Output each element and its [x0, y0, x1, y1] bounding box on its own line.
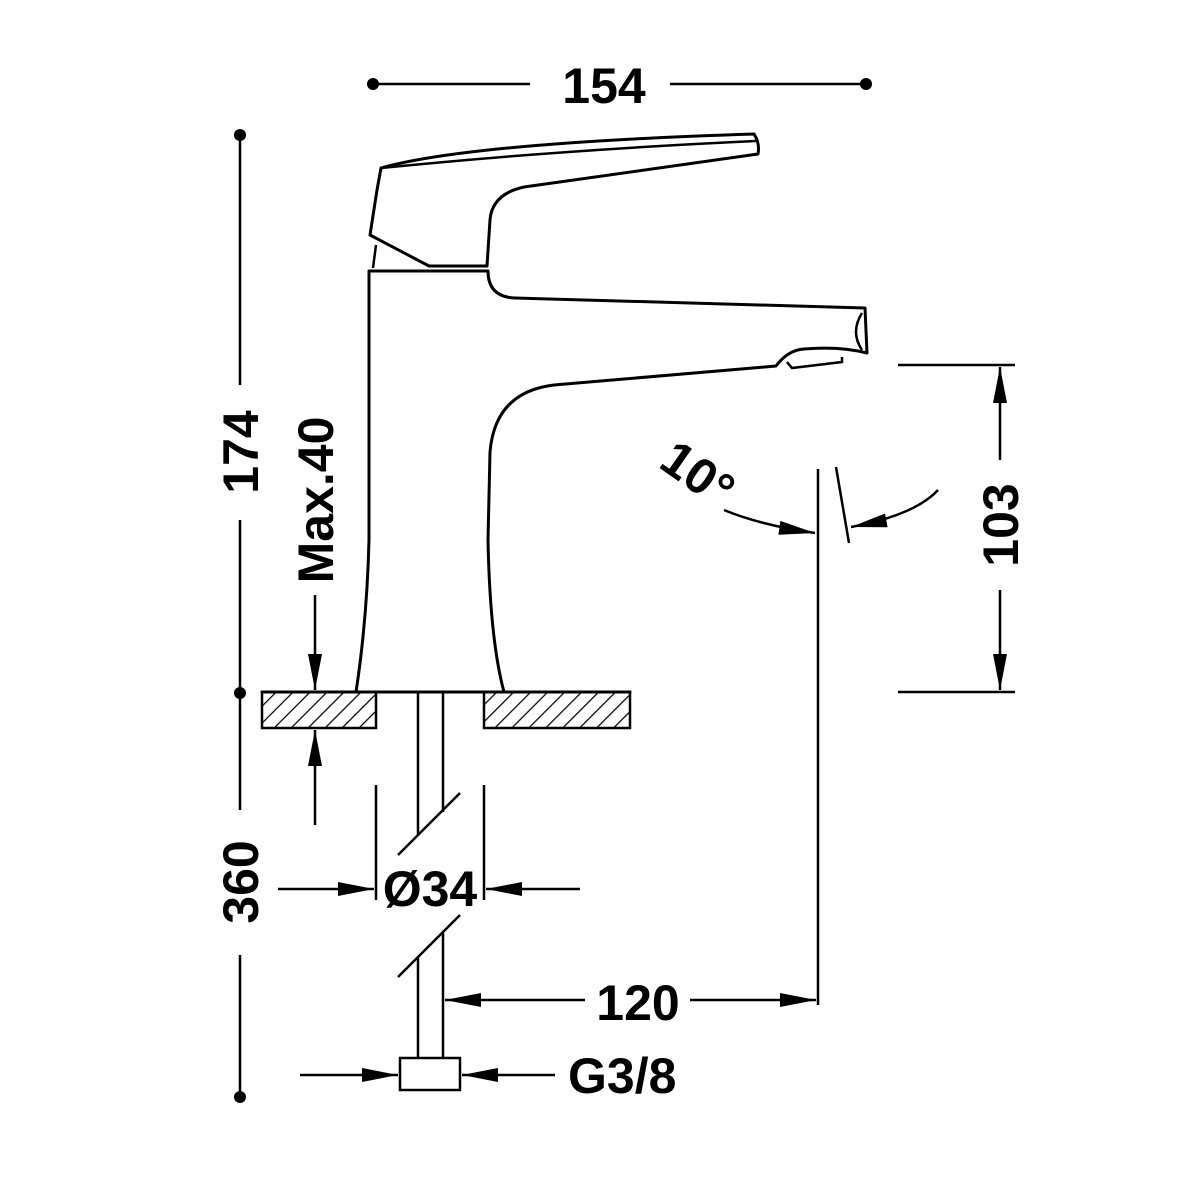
- lever-handle: [368, 132, 760, 268]
- dim-34-label: Ø34: [383, 861, 478, 917]
- supply-hose: [397, 692, 462, 1092]
- aerator: [786, 357, 844, 370]
- dimension-diameter-34: Ø34: [278, 785, 580, 917]
- dimension-g38: G3/8: [300, 1048, 676, 1104]
- dimension-103: 103: [898, 363, 1029, 694]
- g38-connector: [398, 1056, 462, 1092]
- dimension-120: 120: [445, 469, 820, 1031]
- dim-g38-label: G3/8: [568, 1048, 676, 1104]
- deck-right: [482, 690, 632, 730]
- dim-154-label: 154: [562, 58, 646, 114]
- dimension-154: 154: [367, 58, 872, 114]
- dim-174-label: 174: [213, 410, 269, 494]
- dim-10deg-label: 10°: [651, 429, 745, 518]
- dimension-174-360: 174 360: [213, 129, 269, 1103]
- dim-max40-label: Max.40: [288, 417, 344, 584]
- dimension-max40: Max.40: [288, 417, 344, 825]
- dim-103-label: 103: [973, 483, 1029, 566]
- dim-360-label: 360: [213, 840, 269, 923]
- faucet-body: [354, 269, 869, 694]
- deck-left: [260, 690, 378, 730]
- dimension-angle-10: 10°: [651, 429, 939, 544]
- dim-120-label: 120: [596, 975, 679, 1031]
